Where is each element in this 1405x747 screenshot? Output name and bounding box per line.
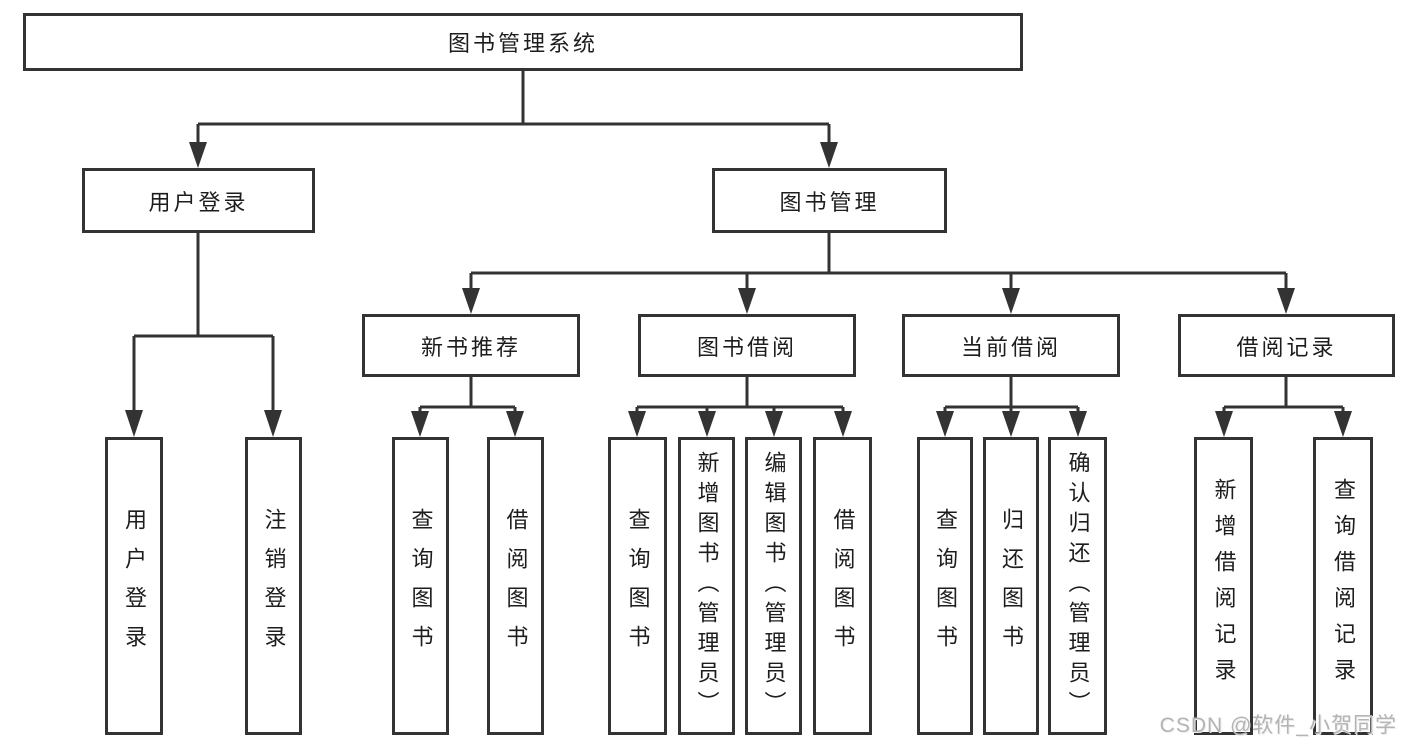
node-current-borrowing: 当前借阅 (902, 314, 1120, 377)
node-label: 图书管理系统 (447, 31, 598, 56)
node-current-query-books: 查询图书 (917, 437, 973, 735)
node-logout: 注销登录 (245, 437, 302, 735)
node-label: 借阅记录 (1236, 334, 1337, 360)
node-return-books: 归还图书 (983, 437, 1039, 735)
node-label: 新增借阅记录 (1211, 478, 1237, 694)
node-label: 图书借阅 (696, 334, 797, 360)
node-label: 借阅图书 (503, 508, 529, 664)
node-label: 图书管理 (779, 189, 880, 215)
node-confirm-return-admin: 确认归还（管理员） (1048, 437, 1107, 735)
node-label: 用户登录 (122, 508, 147, 664)
node-new-book-recommendation: 新书推荐 (362, 314, 580, 377)
node-label: 当前借阅 (960, 334, 1061, 360)
node-recommend-query-books: 查询图书 (392, 437, 449, 735)
node-label: 查询图书 (408, 508, 434, 664)
node-edit-books-admin: 编辑图书（管理员） (745, 437, 802, 735)
node-label: 用户登录 (148, 189, 249, 215)
node-label: 编辑图书（管理员） (761, 451, 787, 721)
watermark: CSDN @软件_小贺同学 (1159, 714, 1397, 737)
node-borrow-borrow-books: 借阅图书 (813, 437, 872, 735)
node-query-borrow-record: 查询借阅记录 (1313, 437, 1373, 735)
node-add-books-admin: 新增图书（管理员） (678, 437, 735, 735)
node-label: 新增图书（管理员） (694, 451, 720, 721)
node-label: 查询图书 (933, 508, 958, 664)
node-label: 借阅图书 (830, 508, 856, 664)
node-label: 确认归还（管理员） (1065, 451, 1091, 721)
arrowheads (125, 142, 1352, 437)
node-book-borrowing: 图书借阅 (638, 314, 856, 377)
node-root: 图书管理系统 (23, 13, 1023, 71)
node-borrowing-records: 借阅记录 (1178, 314, 1395, 377)
node-label: 注销登录 (261, 508, 287, 664)
node-login: 用户登录 (105, 437, 163, 735)
node-label: 查询借阅记录 (1331, 478, 1356, 694)
node-add-borrow-record: 新增借阅记录 (1194, 437, 1253, 735)
node-label: 归还图书 (999, 508, 1024, 664)
node-borrow-query-books: 查询图书 (608, 437, 667, 735)
node-label: 新书推荐 (420, 334, 521, 360)
node-book-management: 图书管理 (712, 168, 947, 233)
node-recommend-borrow-books: 借阅图书 (487, 437, 544, 735)
node-user-login: 用户登录 (82, 168, 315, 233)
node-label: 查询图书 (625, 508, 651, 664)
